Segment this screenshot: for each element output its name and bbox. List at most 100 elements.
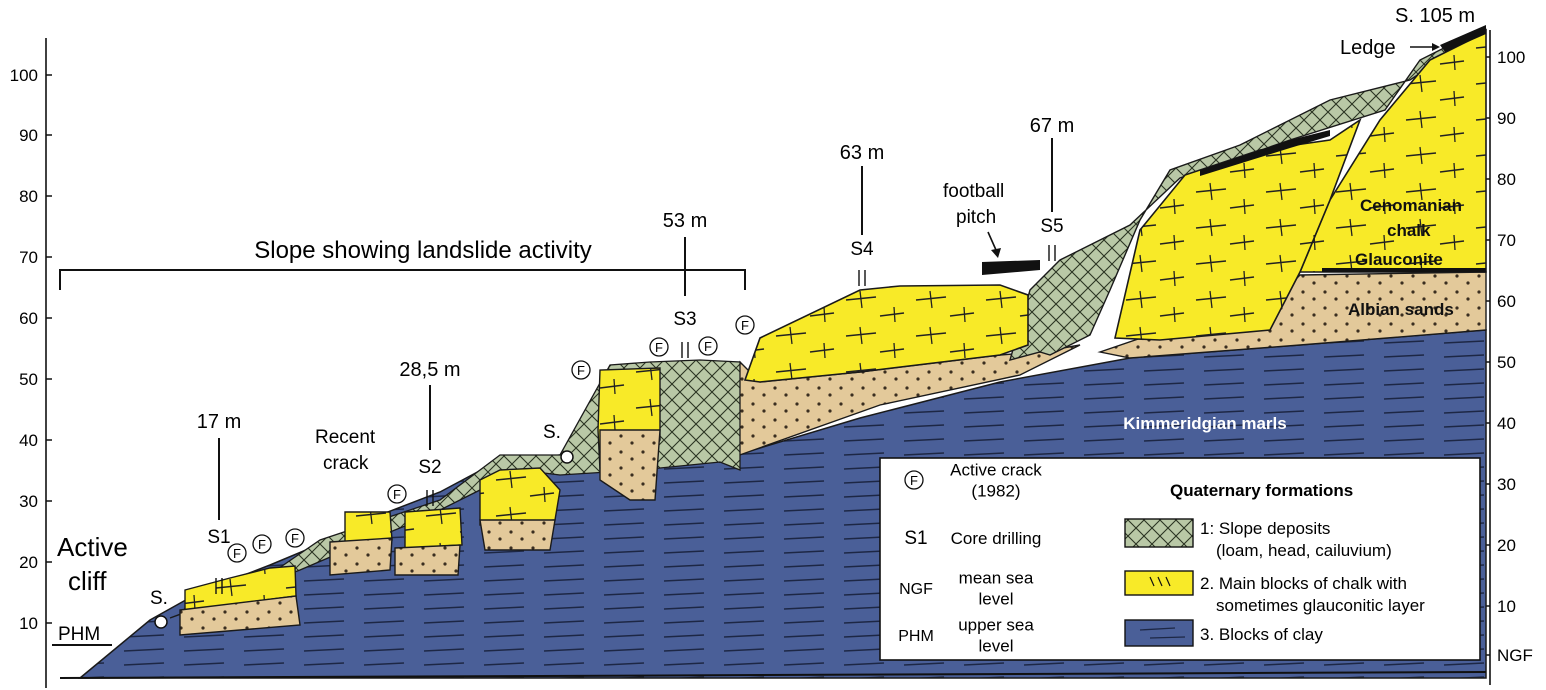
right-tick-label: 80 — [1497, 170, 1516, 189]
drilling-s3: 53 mS3 — [663, 210, 707, 358]
drilling-depth: 28,5 m — [399, 359, 460, 381]
legend-right-title: Quaternary formations — [1170, 481, 1353, 500]
left-tick-label: 90 — [19, 126, 38, 145]
left-tick-label: 30 — [19, 492, 38, 511]
legend-right-row: 3. Blocks of clay — [1200, 625, 1323, 644]
football-pitch-line2: pitch — [956, 207, 996, 228]
legend-text: level — [979, 590, 1014, 609]
cenomanian-chalk-block — [1298, 28, 1487, 273]
active-crack-icon: F — [735, 315, 755, 335]
active-crack-icon: F — [649, 337, 669, 357]
sand-block-s2b — [394, 544, 461, 576]
left-tick-label: 80 — [19, 187, 38, 206]
right-tick-label: 20 — [1497, 536, 1516, 555]
left-tick-label: 100 — [10, 66, 38, 85]
chalk-block-middle — [1114, 117, 1362, 341]
drilling-s1: 17 mS1 — [197, 411, 241, 594]
legend-text: level — [979, 637, 1014, 656]
dark-layer-upper — [1200, 130, 1330, 176]
recent-crack-line2: crack — [323, 453, 369, 474]
recent-crack-line1: Recent — [315, 427, 376, 448]
drilling-name: S5 — [1040, 216, 1063, 237]
drilling-name: S2 — [418, 457, 441, 478]
active-crack-icon: F — [285, 528, 305, 548]
drilling-s5: 67 m S5 — [1030, 115, 1074, 261]
legend-text: (loam, head, cailuvium) — [1216, 541, 1392, 560]
svg-text:F: F — [655, 340, 663, 355]
s-mark-lower: S. — [150, 588, 168, 609]
right-tick-label: 100 — [1497, 48, 1525, 67]
sand-block-s2a — [329, 537, 393, 576]
ngf-baseline — [59, 671, 1487, 679]
left-tick-label: 10 — [19, 614, 38, 633]
svg-text:F: F — [258, 537, 266, 552]
football-pitch-arrow-icon — [987, 231, 1001, 258]
legend-crack-symbol: F — [910, 473, 918, 488]
drilling-s2: 28,5 m S2 — [399, 359, 461, 506]
left-tick-label: 40 — [19, 431, 38, 450]
right-tick-label: 90 — [1497, 109, 1516, 128]
legend-text: 1: Slope deposits — [1200, 519, 1330, 538]
left-tick-label: 70 — [19, 248, 38, 267]
active-cliff-line1: Active — [57, 532, 128, 562]
legend-swatch-clay — [1124, 619, 1194, 647]
legend-right-row: 1: Slope deposits (loam, head, cailuvium) — [1200, 519, 1392, 560]
chalk-block-mid — [479, 467, 561, 526]
top-elevation-label: S. 105 m — [1395, 5, 1475, 27]
ledge-dark-top — [1440, 25, 1486, 52]
drilling-depth: 63 m — [840, 142, 884, 164]
drilling-depth: 53 m — [663, 210, 707, 232]
drilling-s4: 63 m S4 — [840, 142, 884, 286]
drilling-name: S4 — [850, 239, 874, 260]
active-crack-icon: F — [387, 484, 407, 504]
left-tick-label: 50 — [19, 370, 38, 389]
left-tick-label: 20 — [19, 553, 38, 572]
right-tick-label: 70 — [1497, 231, 1516, 250]
legend-symbol: S1 — [904, 528, 927, 549]
cenomanian-label-2: chalk — [1387, 221, 1431, 240]
right-tick-label: 50 — [1497, 353, 1516, 372]
s-mark-lower-icon — [154, 615, 168, 629]
football-pitch-surface — [982, 260, 1040, 275]
s-mark-middle-icon — [560, 450, 574, 464]
chalk-block-s2b — [404, 507, 463, 549]
landslide-bracket — [59, 269, 746, 290]
football-pitch-line1: football — [943, 181, 1004, 202]
sand-block-mid — [479, 519, 556, 551]
active-crack-icon: F — [227, 543, 247, 563]
right-tick-label: 30 — [1497, 475, 1516, 494]
right-tick-label: 60 — [1497, 292, 1516, 311]
legend-text: 2. Main blocks of chalk with — [1200, 574, 1407, 593]
svg-text:F: F — [704, 339, 712, 354]
left-axis: 10 20 30 40 50 60 70 80 90 100 — [10, 38, 52, 688]
legend-text: 3. Blocks of clay — [1200, 625, 1323, 644]
active-crack-icon: F — [571, 360, 591, 380]
legend-crack-icon — [904, 470, 924, 490]
left-tick-label: 60 — [19, 309, 38, 328]
legend-text: (1982) — [971, 482, 1020, 501]
svg-text:F: F — [291, 531, 299, 546]
legend-text: Core drilling — [951, 529, 1042, 548]
sand-block-s1 — [179, 595, 301, 636]
active-crack-icon: F — [252, 534, 272, 554]
svg-text:F: F — [393, 487, 401, 502]
active-cliff-line2: cliff — [68, 566, 107, 596]
drilling-name: S1 — [207, 527, 230, 548]
legend-left-row: S1 Core drilling — [904, 528, 1041, 549]
active-crack-icon: F — [698, 336, 718, 356]
svg-text:F: F — [577, 363, 585, 378]
drilling-depth: 67 m — [1030, 115, 1074, 137]
svg-text:F: F — [741, 318, 749, 333]
right-tick-label: 40 — [1497, 414, 1516, 433]
ledge-label: Ledge — [1340, 37, 1396, 59]
legend-text: mean sea — [959, 569, 1034, 588]
legend-swatch-slope — [1124, 518, 1194, 548]
ledge-arrow-icon — [1410, 43, 1440, 51]
